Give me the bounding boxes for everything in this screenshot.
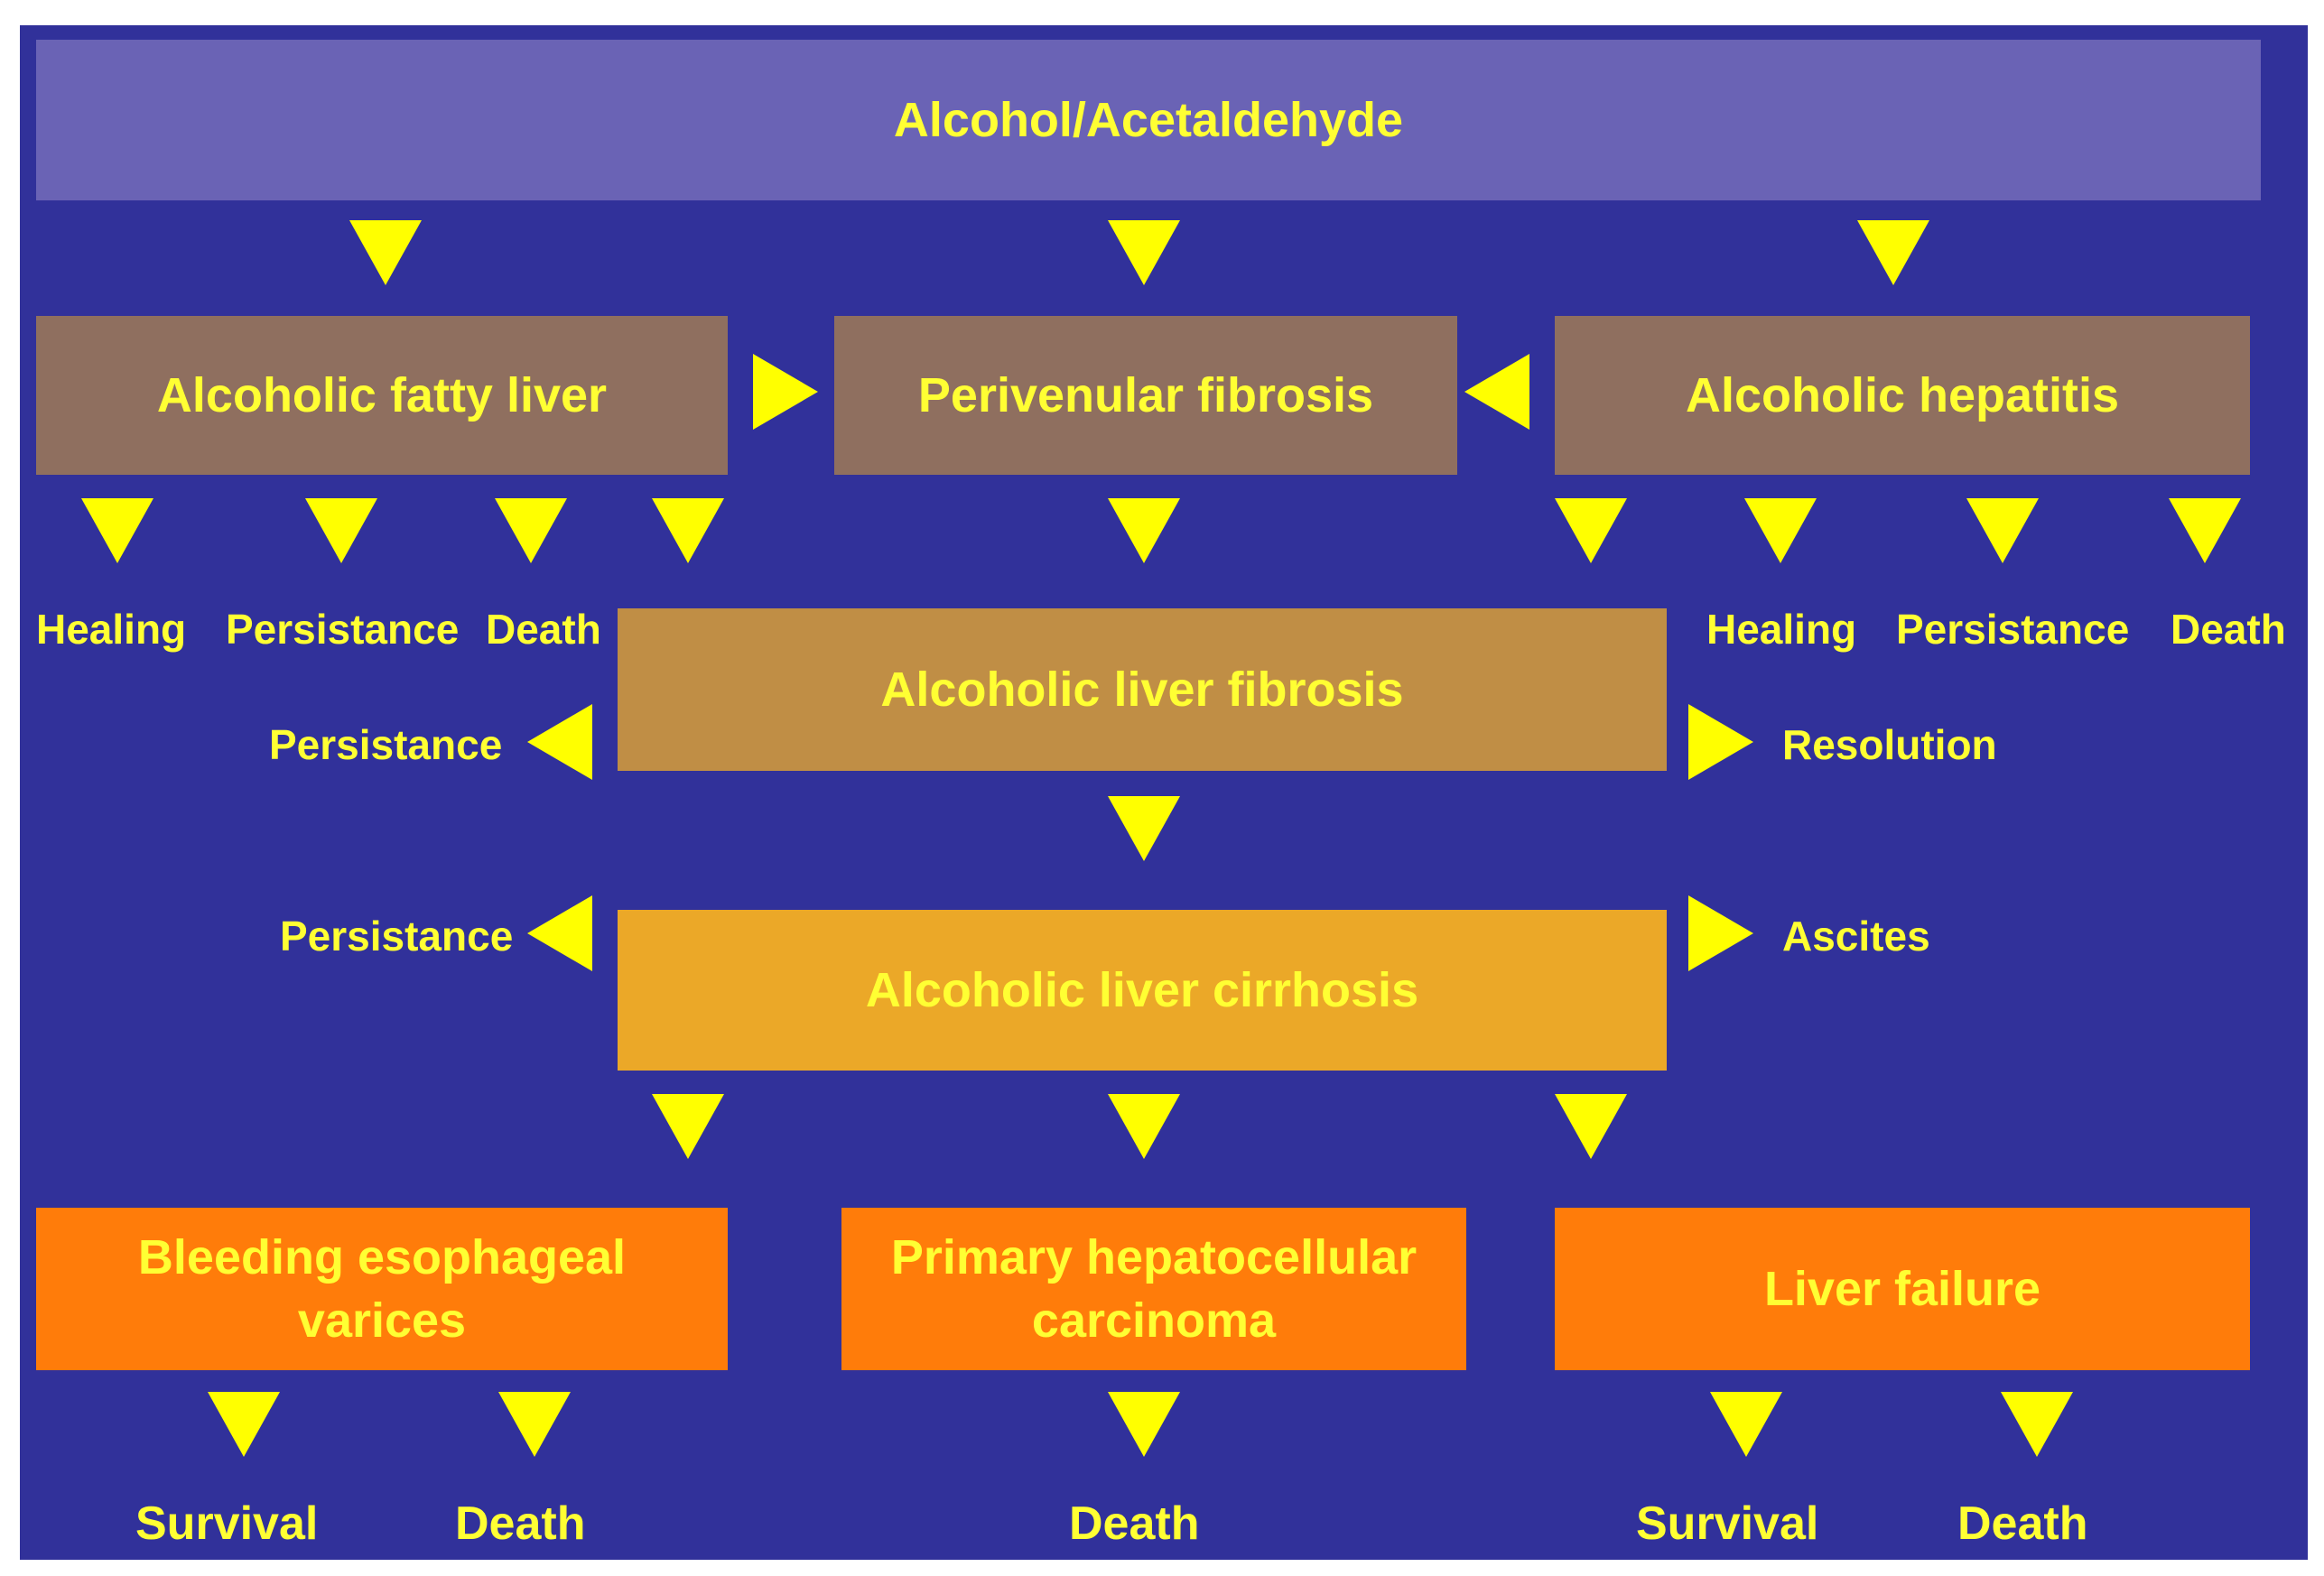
arrow-down-fibrosis-to-cirrhosis [1108,796,1180,861]
varices-box: Bleeding esophageal varices [36,1208,728,1370]
hepatitis-box: Alcoholic hepatitis [1555,316,2250,475]
arrow-down-to-fatty-liver [349,220,422,285]
carcinoma-box: Primary hepatocellular carcinoma [841,1208,1466,1370]
liver-fibrosis-label: Alcoholic liver fibrosis [880,663,1404,717]
arrow-right-to-perivenular [753,354,818,430]
varices-label-line1: Bleeding esophageal [137,1230,627,1284]
fatty-liver-label: Alcoholic fatty liver [156,368,608,422]
arrow-right-cirrhosis-ascites [1688,895,1753,971]
failure-survival-label: Survival [1636,1497,1819,1550]
arrow-down-perivenular-to-fibrosis [1108,498,1180,563]
fatty-persistance-label: Persistance [226,606,460,653]
arrow-down-fatty-death [495,498,567,563]
liver-cirrhosis-label: Alcoholic liver cirrhosis [865,963,1419,1017]
arrow-down-to-hepatitis [1857,220,1929,285]
arrow-down-hepatitis-healing [1744,498,1817,563]
arrow-down-carcinoma-death [1108,1392,1180,1457]
cirrhosis-ascites-label: Ascites [1782,913,1930,960]
hepatitis-death-label: Death [2171,606,2286,653]
arrow-down-failure-survival [1710,1392,1782,1457]
arrow-down-varices-survival [208,1392,280,1457]
diagram-canvas: Alcohol/Acetaldehyde Alcoholic fatty liv… [20,25,2308,1560]
arrow-down-to-liver-failure [1555,1094,1627,1159]
arrow-down-hepatitis-death [2169,498,2241,563]
fatty-death-label: Death [486,606,601,653]
fatty-healing-label: Healing [36,606,187,653]
varices-survival-label: Survival [135,1497,319,1550]
liver-failure-box: Liver failure [1555,1208,2250,1370]
liver-cirrhosis-box: Alcoholic liver cirrhosis [618,910,1667,1071]
arrow-down-to-perivenular [1108,220,1180,285]
hepatitis-persistance-label: Persistance [1896,606,2130,653]
arrow-down-to-varices [652,1094,724,1159]
carcinoma-label-line1: Primary hepatocellular [890,1230,1418,1284]
hepatitis-label: Alcoholic hepatitis [1685,368,2120,422]
perivenular-fibrosis-box: Perivenular fibrosis [834,316,1457,475]
arrow-left-cirrhosis-persistance [527,895,592,971]
alcohol-acetaldehyde-box: Alcohol/Acetaldehyde [36,40,2261,200]
failure-death-label: Death [1957,1497,2088,1550]
arrow-down-fatty-persistance [305,498,377,563]
carcinoma-label-line2: carcinoma [1031,1293,1277,1348]
fibrosis-resolution-label: Resolution [1782,721,1997,768]
arrow-down-failure-death [2001,1392,2073,1457]
fibrosis-persistance-label: Persistance [269,721,503,768]
arrow-down-fatty-healing [81,498,153,563]
arrow-down-varices-death [498,1392,571,1457]
arrow-down-hepatitis-persistance [1966,498,2039,563]
arrow-down-to-carcinoma [1108,1094,1180,1159]
arrow-down-fatty-to-fibrosis [652,498,724,563]
liver-fibrosis-box: Alcoholic liver fibrosis [618,608,1667,771]
perivenular-fibrosis-label: Perivenular fibrosis [917,368,1374,422]
cirrhosis-persistance-label: Persistance [280,913,514,960]
fatty-liver-box: Alcoholic fatty liver [36,316,728,475]
arrow-down-hepatitis-to-fibrosis [1555,498,1627,563]
carcinoma-death-label: Death [1069,1497,1200,1550]
varices-death-label: Death [455,1497,586,1550]
arrow-left-fibrosis-persistance [527,704,592,780]
varices-label-line2: varices [297,1293,467,1348]
hepatitis-healing-label: Healing [1706,606,1857,653]
arrow-right-fibrosis-resolution [1688,704,1753,780]
alcohol-acetaldehyde-label: Alcohol/Acetaldehyde [893,93,1404,147]
liver-failure-label: Liver failure [1763,1262,2041,1316]
arrow-left-to-perivenular [1464,354,1529,430]
